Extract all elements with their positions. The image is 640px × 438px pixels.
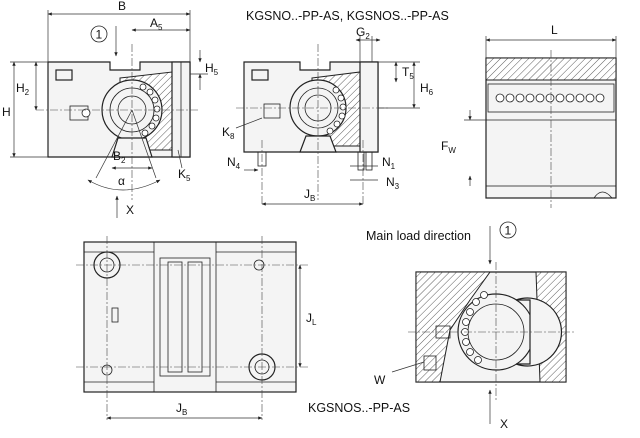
dim-w: W xyxy=(374,373,386,387)
dim-b2: B2 xyxy=(113,149,126,165)
dim-l: L xyxy=(551,23,558,37)
dim-x-top: X xyxy=(126,203,134,217)
dim-x-bottom: X xyxy=(500,417,508,431)
ball-row-side xyxy=(495,93,605,103)
dim-k5: K5 xyxy=(178,167,191,183)
dim-h5: H5 xyxy=(205,61,219,77)
view-plan-bottom: JL JB xyxy=(76,236,317,420)
marker-1-circle xyxy=(90,25,108,43)
marker-1-label-bottom: 1 xyxy=(505,224,512,238)
marker-1-circle-bottom xyxy=(499,221,517,239)
dim-n3: N3 xyxy=(386,175,400,191)
ball-ring-middle xyxy=(326,86,347,135)
dim-b: B xyxy=(118,0,126,13)
caption-bottom: KGSNOS..-PP-AS xyxy=(308,401,410,415)
dim-fw: FW xyxy=(441,139,456,155)
dim-g2: G2 xyxy=(356,25,370,41)
dim-h: H xyxy=(2,105,11,119)
ball-ring-left xyxy=(139,83,161,137)
dim-alpha: α xyxy=(118,174,125,188)
dim-t5: T5 xyxy=(402,65,414,81)
dim-h2: H2 xyxy=(16,81,30,97)
marker-1-label: 1 xyxy=(96,28,103,42)
view-front-section-middle: G2 T5 H6 K8 N4 N1 N3 JB xyxy=(222,25,434,206)
dim-k8: K8 xyxy=(222,125,235,141)
view-section-bottom-right: 1 W X xyxy=(374,221,576,431)
dim-jb-bottom: JB xyxy=(176,401,187,417)
dim-n1: N1 xyxy=(382,155,396,171)
view-side-right: L FW xyxy=(441,23,617,208)
ball-ring-bottom xyxy=(461,291,488,364)
dim-jl: JL xyxy=(306,311,317,327)
dim-h6: H6 xyxy=(420,81,434,97)
dim-n4: N4 xyxy=(227,155,241,171)
dim-a5: A5 xyxy=(150,16,163,32)
view-front-section-left: B A5 H H2 H5 1 B2 α K5 X xyxy=(2,0,219,218)
caption-load-direction: Main load direction xyxy=(366,229,471,243)
caption-top: KGSNO..-PP-AS, KGSNOS..-PP-AS xyxy=(246,9,449,23)
dim-jb-top: JB xyxy=(304,187,315,203)
